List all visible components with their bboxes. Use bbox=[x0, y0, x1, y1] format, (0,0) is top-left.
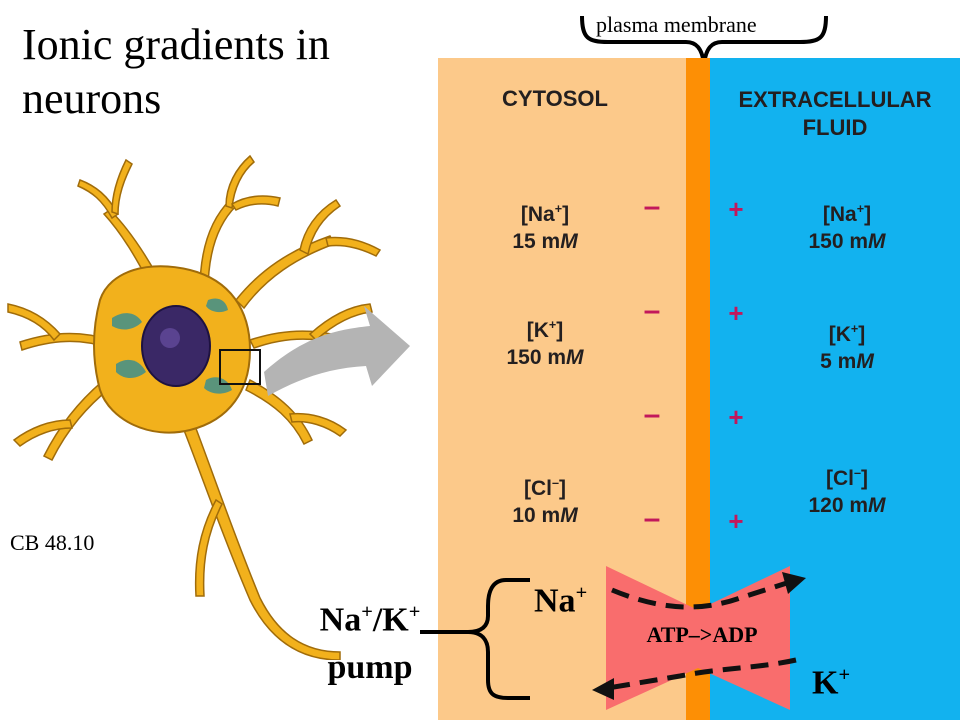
plus-sign-3: + bbox=[728, 402, 744, 432]
plus-sign-1: + bbox=[728, 194, 744, 224]
cytosol-cl: [Cl–] 10 mM bbox=[512, 476, 578, 527]
cytosol-header: CYTOSOL bbox=[502, 86, 608, 111]
zoom-box bbox=[219, 349, 261, 385]
na-arrow bbox=[611, 579, 791, 610]
atp-label: ATP–>ADP bbox=[646, 622, 758, 647]
membrane-label: plasma membrane bbox=[596, 12, 757, 37]
extracellular-header: EXTRACELLULAR FLUID bbox=[712, 86, 958, 142]
extracellular-na: [Na+] 150 mM bbox=[808, 202, 886, 253]
pump-label: Na+/K+ pump bbox=[319, 601, 421, 687]
nucleolus bbox=[160, 328, 180, 348]
organelles bbox=[112, 298, 232, 394]
pump-brace bbox=[420, 578, 530, 700]
extracellular-k: [K+] 5 mM bbox=[820, 322, 874, 373]
extracellular-cl: [Cl–] 120 mM bbox=[808, 466, 886, 517]
k-ion-label: K+ bbox=[812, 664, 851, 702]
figure-caption: CB 48.10 bbox=[10, 530, 95, 555]
page-title: Ionic gradients in neurons bbox=[22, 18, 330, 126]
k-arrow bbox=[607, 657, 797, 691]
minus-sign-1: – bbox=[643, 190, 661, 223]
zoom-arrow bbox=[264, 306, 410, 396]
minus-sign-2: – bbox=[643, 294, 661, 327]
title-line-1: Ionic gradients in bbox=[22, 20, 330, 69]
plus-sign-4: + bbox=[728, 506, 744, 536]
title-line-2: neurons bbox=[22, 74, 162, 123]
na-ion-label: Na+ bbox=[534, 582, 588, 620]
minus-sign-3: – bbox=[643, 398, 661, 431]
k-arrowhead bbox=[592, 678, 614, 700]
neuron-dendrites bbox=[7, 154, 382, 660]
cytosol-k: [K+] 150 mM bbox=[506, 318, 584, 369]
extracellular-header-line-2: FLUID bbox=[802, 115, 868, 140]
na-arrowhead bbox=[782, 572, 806, 594]
neuron-illustration bbox=[7, 154, 410, 660]
plus-sign-2: + bbox=[728, 298, 744, 328]
minus-sign-4: – bbox=[643, 502, 661, 535]
extracellular-header-line-1: EXTRACELLULAR bbox=[738, 87, 932, 112]
cytosol-na: [Na+] 15 mM bbox=[512, 202, 578, 253]
